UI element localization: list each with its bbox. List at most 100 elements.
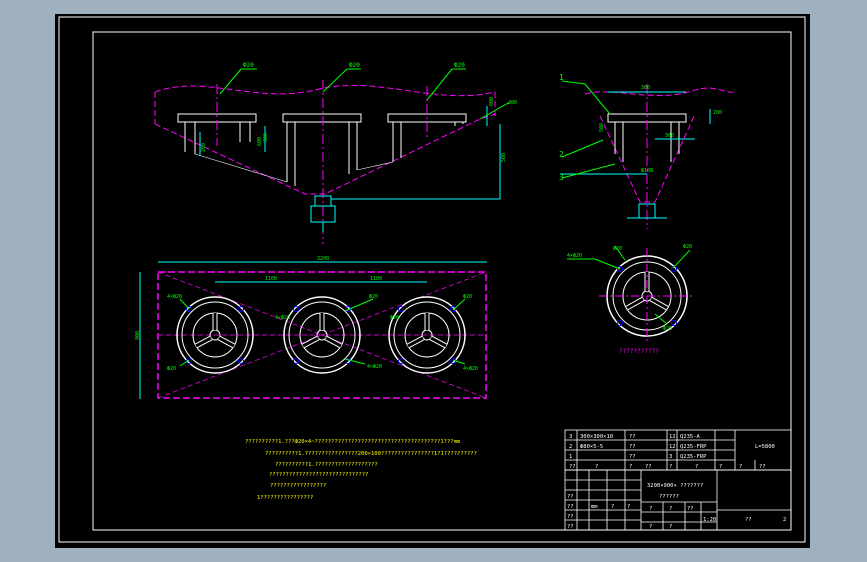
plan-label-2: Ф20	[369, 294, 378, 300]
plan-leaders	[179, 298, 466, 367]
tb-cell-5: ??	[687, 506, 694, 512]
side-dim-4: 500	[599, 123, 605, 132]
front-leaders	[219, 68, 511, 120]
front-outlet	[310, 195, 500, 232]
front-dim-3: 200	[508, 100, 517, 106]
part-header-0: ??	[569, 464, 576, 470]
side-dim-3: 200	[713, 110, 722, 116]
part-header-6: ?	[719, 464, 722, 470]
front-dim-4: 300	[263, 133, 269, 142]
side-item-3: 3	[559, 173, 564, 182]
tb-cell-0: mm	[591, 504, 598, 510]
plan-hopper-left	[176, 296, 254, 374]
detail-label-1: Ф20	[683, 244, 692, 250]
part-header-1: ?	[595, 464, 598, 470]
cad-viewport[interactable]: Ф20 Ф20 Ф20 500 600 200 200 300 800	[55, 14, 810, 548]
technical-notes: ??????????1.???Ф20×4~???????????????????…	[245, 439, 477, 501]
row-label-1: ??	[567, 514, 574, 520]
note-line-3: ??????????????????????????????	[269, 472, 368, 478]
front-view: Ф20 Ф20 Ф20 500 600 200 200 300 800	[154, 62, 517, 244]
detail-note: ???????????	[619, 348, 659, 355]
sheet-label: ??	[745, 517, 752, 523]
part-header-7: ?	[739, 464, 742, 470]
detail-view: 4×Ф20 Ф20 Ф20 Ф20 ???????????	[567, 244, 695, 355]
plan-diagonals	[157, 271, 487, 399]
part-row-1-material: Q235-FRP	[680, 444, 707, 450]
note-line-0: ??????????1.???Ф20×4~???????????????????…	[245, 439, 461, 445]
part-row-1-qty: ??	[629, 444, 636, 450]
row-label-2: ??	[567, 524, 574, 530]
plan-label-5: 4×Ф20	[463, 366, 478, 372]
detail-leaders	[567, 245, 691, 325]
plan-label-6: 4×Ф20	[275, 315, 290, 321]
tb-cell-2: ?	[627, 504, 630, 510]
front-centerlines	[216, 80, 428, 244]
note-line-2: ??????????1.???????????????????	[275, 462, 378, 468]
front-dim-5: 800	[489, 97, 495, 106]
part-header-8: ??	[759, 464, 766, 470]
title-block	[564, 469, 792, 531]
side-dim-2: 300	[665, 133, 674, 139]
plan-overall-width: 3200	[317, 256, 329, 262]
drawing-title: 3200×900× ???????	[647, 483, 703, 489]
plan-label-4: Ф20	[463, 294, 472, 300]
note-line-1: ??????????1.????????????????200×100?????…	[265, 451, 477, 457]
plan-label-3: 4×Ф20	[367, 364, 382, 370]
row-label-3: ??	[567, 494, 574, 500]
plan-view: 3200 1100 1100 900	[135, 256, 487, 399]
side-item-2: 2	[559, 150, 564, 159]
front-dim-2: 200	[201, 143, 207, 152]
tb-cell-7: ?	[669, 524, 672, 530]
drawing-scale: 1:20	[703, 517, 716, 523]
detail-label-2: Ф20	[663, 326, 672, 332]
plan-spacing-0: 1100	[265, 276, 277, 282]
part-row-2-material: Q235-FRP	[680, 454, 707, 460]
note-line-5: 1????????????????	[257, 495, 313, 501]
part-row-2-qty: ??	[629, 454, 636, 460]
plan-height: 900	[135, 331, 141, 340]
tb-cell-4: ?	[669, 506, 672, 512]
detail-label-0: Ф20	[613, 246, 622, 252]
outer-frame	[58, 16, 806, 543]
side-dim-1: Ф100	[641, 168, 653, 174]
part-header-5: ?	[695, 464, 698, 470]
parts-list-text: 3 300×300×10 ?? 12 Q235-A L=5800 2 Ф80×5…	[569, 434, 775, 470]
tb-cell-6: ?	[649, 524, 652, 530]
title-block-text: 3200×900× ??????? ?????? 1:20 ?? 2 ?? ??…	[567, 483, 786, 530]
part-row-1-amount: 12	[669, 444, 676, 450]
part-row-2-amount: 3	[669, 454, 672, 460]
side-leaders	[561, 80, 616, 179]
front-top-contour	[154, 84, 496, 97]
part-row-2-no: 1	[569, 454, 572, 460]
side-item-1: 1	[559, 73, 564, 82]
tb-cell-1: ?	[611, 504, 614, 510]
row-label-0: ??	[567, 504, 574, 510]
front-label-0: Ф20	[243, 62, 254, 69]
part-row-1-name: Ф80×5-5	[580, 444, 603, 450]
note-line-4: ?????????????????	[270, 483, 326, 489]
front-dim-1: 600	[257, 137, 263, 146]
plan-hopper-right	[388, 296, 466, 374]
tb-cell-3: ?	[649, 506, 652, 512]
part-row-1-no: 2	[569, 444, 572, 450]
side-dim-0: 300	[641, 85, 650, 91]
part-row-0-amount: 12	[669, 434, 676, 440]
front-dimension-lines	[199, 106, 501, 199]
plan-label-1: Ф20	[167, 366, 176, 372]
part-row-0-no: 3	[569, 434, 572, 440]
part-row-0-material: Q235-A	[680, 434, 701, 440]
front-hopper-outline	[154, 113, 496, 195]
front-dim-0: 500	[501, 153, 507, 162]
part-row-0-remark: L=5800	[755, 444, 775, 450]
inner-frame	[92, 31, 792, 531]
plan-spacing-1: 1100	[370, 276, 382, 282]
plan-hopper-middle	[283, 296, 361, 374]
detail-callout: 4×Ф20	[567, 253, 582, 259]
drawing-subtitle: ??????	[659, 494, 679, 500]
front-label-2: Ф20	[454, 62, 465, 69]
side-supports	[607, 113, 687, 162]
side-view: 1 2 3 300 Ф100 300 200 500	[559, 73, 736, 229]
plan-label-0: 4×Ф20	[167, 294, 182, 300]
plan-label-7: Ф20	[390, 315, 399, 321]
part-header-3: ??	[645, 464, 652, 470]
